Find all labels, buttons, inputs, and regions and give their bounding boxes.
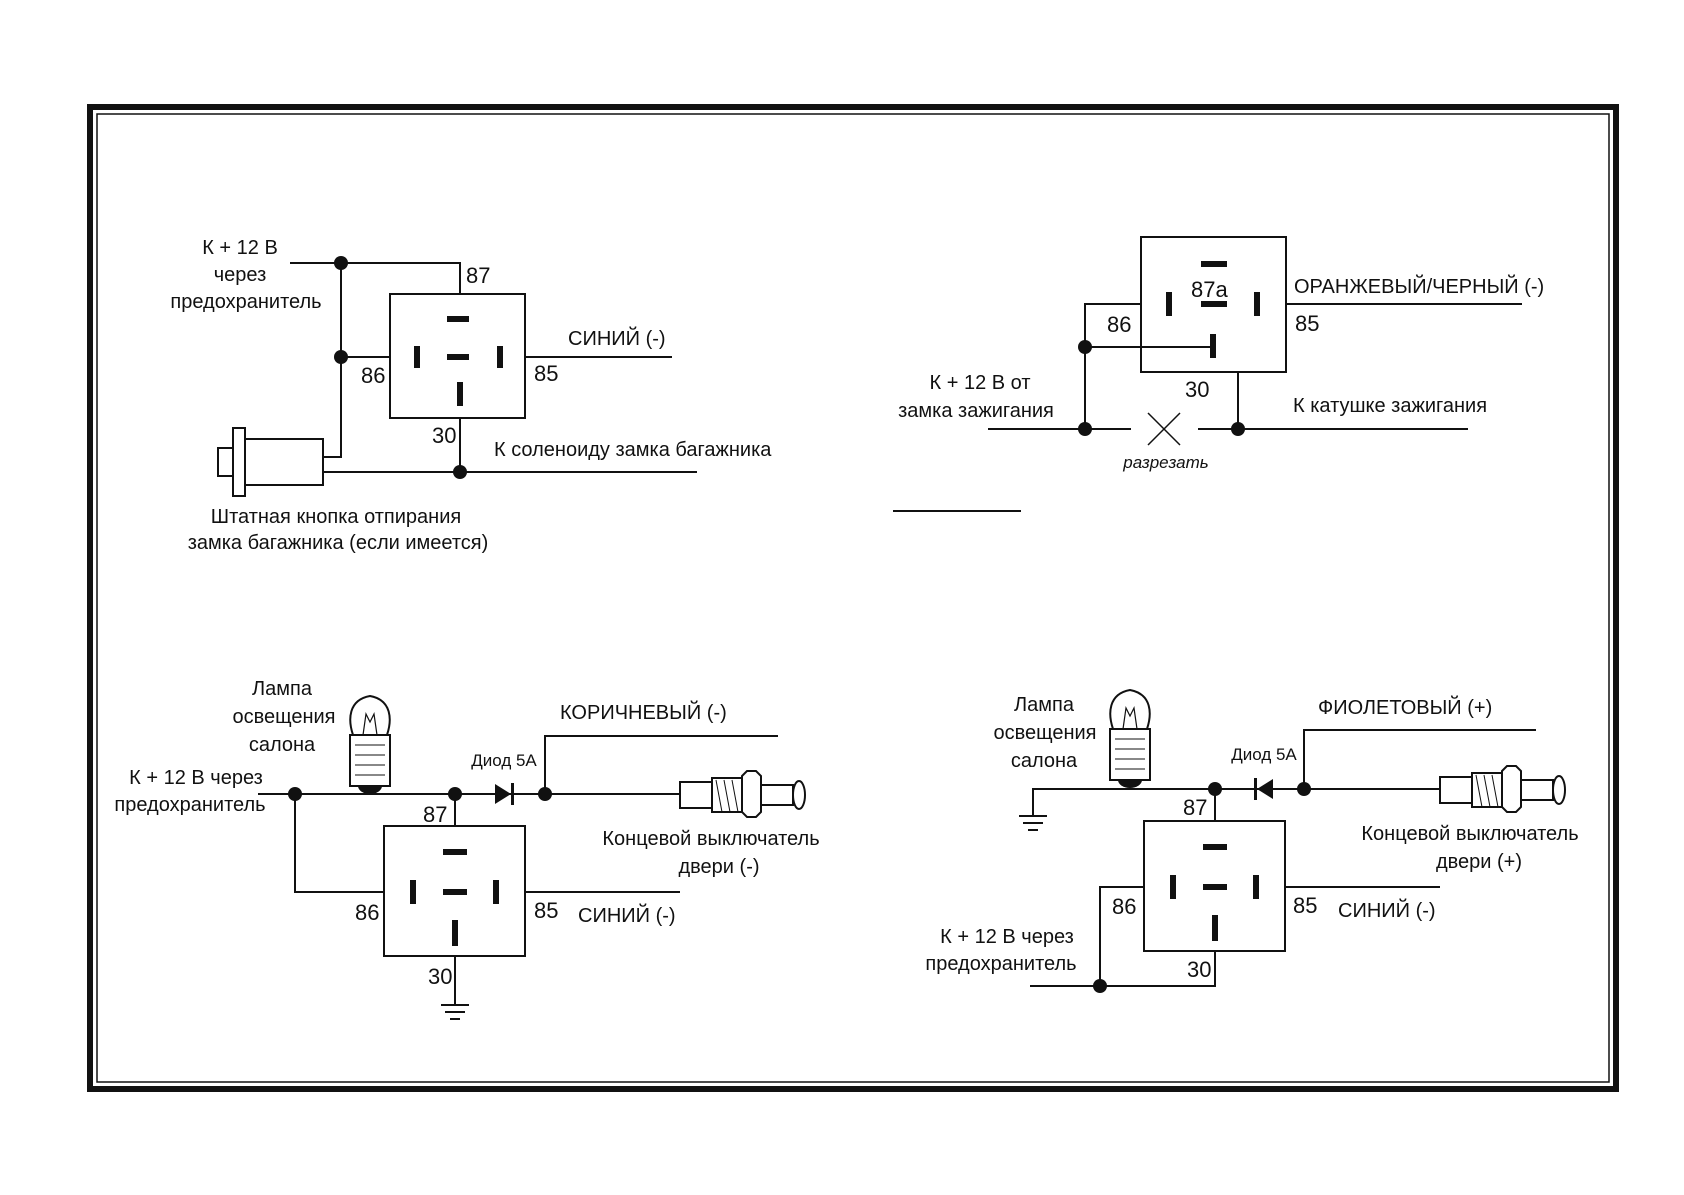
trunk-supply-label-2: через (214, 264, 267, 286)
trunk-bus-wire (323, 263, 342, 458)
light-pos-diode-label: Диод 5А (1231, 745, 1297, 764)
trunk-supply-wire (290, 262, 461, 294)
light-neg-supply-label-1: К + 12 В через (129, 767, 263, 789)
light-pos-switch-label-2: двери (+) (1436, 851, 1522, 873)
light-pos-contact-86 (1170, 875, 1176, 899)
interior-light-positive-diagram: Лампа освещения салона Диод 5А ФИОЛЕТОВЫ… (925, 688, 1579, 993)
light-pos-wire-85-label: СИНИЙ (-) (1338, 898, 1436, 922)
light-neg-diode-icon (495, 783, 514, 805)
light-neg-pin-87: 87 (423, 802, 447, 827)
trunk-wire-85-label: СИНИЙ (-) (568, 326, 666, 350)
ignition-blocking-diagram: 87a 86 85 30 ОРАНЖЕВЫЙ/ЧЕРНЫЙ (-) К + 12… (893, 236, 1544, 512)
trunk-button-label-2: замка багажника (если имеется) (188, 532, 489, 554)
light-neg-wire-label: КОРИЧНЕВЫЙ (-) (560, 700, 727, 724)
interior-light-negative-diagram: Лампа освещения салона К + 12 В через пр… (114, 678, 820, 1020)
ignition-junction-source (1078, 422, 1092, 436)
light-pos-switch-label-1: Концевой выключатель (1361, 823, 1578, 845)
trunk-solenoid-label: К соленоиду замка багажника (494, 439, 772, 461)
trunk-pin-30: 30 (432, 423, 456, 448)
trunk-pin-86: 86 (361, 363, 385, 388)
ignition-wire-85-label: ОРАНЖЕВЫЙ/ЧЕРНЫЙ (-) (1294, 274, 1544, 298)
light-pos-contact-85 (1253, 875, 1259, 899)
trunk-button-icon (217, 427, 324, 497)
light-neg-diode-label: Диод 5А (471, 751, 537, 770)
light-pos-supply-label-1: К + 12 В через (940, 926, 1074, 948)
ignition-pin-87a: 87a (1191, 277, 1228, 302)
light-neg-brown-wire (544, 735, 778, 794)
light-pos-junction-supply (1093, 979, 1107, 993)
light-pos-contact-center (1203, 884, 1227, 890)
light-pos-pin-86: 86 (1112, 894, 1136, 919)
ignition-contact-top (1201, 261, 1227, 267)
light-neg-switch-label-2: двери (-) (678, 856, 759, 878)
trunk-button-label-1: Штатная кнопка отпирания (211, 506, 461, 528)
light-pos-wire-label: ФИОЛЕТОВЫЙ (+) (1318, 695, 1492, 719)
light-neg-lamp-label-1: Лампа (252, 678, 313, 700)
light-neg-wire-86 (294, 794, 384, 893)
light-pos-pin-87: 87 (1183, 795, 1207, 820)
light-pos-ground-wire (1032, 788, 1130, 816)
outer-border (87, 104, 1619, 1092)
ignition-coil-label: К катушке зажигания (1293, 395, 1487, 417)
light-neg-lamp-icon (349, 694, 391, 794)
ignition-wire-86 (1084, 303, 1141, 429)
light-neg-lamp-label-3: салона (249, 734, 316, 756)
light-neg-pin-86: 86 (355, 900, 379, 925)
light-pos-lamp-icon (1109, 688, 1151, 788)
light-pos-ground-icon (1019, 815, 1047, 831)
cut-mark-icon (1147, 412, 1181, 446)
light-neg-contact-85 (493, 880, 499, 904)
light-pos-lamp-label-3: салона (1011, 750, 1078, 772)
light-pos-lamp-label-1: Лампа (1014, 694, 1075, 716)
light-neg-pin-85: 85 (534, 898, 558, 923)
light-pos-pin-85: 85 (1293, 893, 1317, 918)
ignition-contact-85 (1254, 292, 1260, 316)
ignition-source-label-2: замка зажигания (898, 400, 1054, 422)
trunk-supply-label-1: К + 12 В (202, 237, 278, 259)
light-neg-contact-87 (443, 849, 467, 855)
light-pos-contact-87 (1203, 844, 1227, 850)
light-pos-wire-86 (1099, 886, 1144, 986)
light-neg-ground-icon (441, 1004, 469, 1020)
inner-border (96, 113, 1610, 1083)
light-pos-lamp-label-2: освещения (993, 722, 1096, 744)
ignition-junction-30 (1231, 422, 1245, 436)
trunk-contact-30 (457, 382, 463, 406)
trunk-contact-85 (497, 346, 503, 368)
ignition-pin-85: 85 (1295, 311, 1319, 336)
ignition-cut-label: разрезать (1122, 453, 1208, 472)
light-neg-switch-label-1: Концевой выключатель (602, 828, 819, 850)
light-neg-contact-86 (410, 880, 416, 904)
trunk-release-diagram: К + 12 В через предохранитель 87 86 85 3… (170, 237, 772, 554)
light-pos-pin-30: 30 (1187, 957, 1211, 982)
light-pos-contact-30 (1212, 915, 1218, 941)
trunk-contact-86 (414, 346, 420, 368)
light-neg-door-switch-icon (679, 770, 806, 818)
trunk-pin-87: 87 (466, 263, 490, 288)
trunk-contact-center (447, 354, 469, 360)
ignition-contact-center (1201, 301, 1227, 307)
light-neg-supply-label-2: предохранитель (114, 794, 265, 816)
ignition-pin-30: 30 (1185, 377, 1209, 402)
light-pos-diode-icon (1254, 778, 1273, 800)
ignition-contact-86 (1166, 292, 1172, 316)
light-neg-contact-center (443, 889, 467, 895)
light-neg-wire-85-label: СИНИЙ (-) (578, 903, 676, 927)
light-neg-pin-30: 30 (428, 964, 452, 989)
ignition-source-label-1: К + 12 В от (930, 372, 1031, 394)
ignition-pin-86: 86 (1107, 312, 1131, 337)
light-pos-violet-wire (1303, 729, 1536, 789)
light-pos-wire-30 (1030, 951, 1216, 987)
light-neg-lamp-label-2: освещения (232, 706, 335, 728)
trunk-pin-85: 85 (534, 361, 558, 386)
light-pos-supply-label-2: предохранитель (925, 953, 1076, 975)
trunk-contact-87 (447, 316, 469, 322)
light-neg-contact-30 (452, 920, 458, 946)
trunk-supply-label-3: предохранитель (170, 291, 321, 313)
light-pos-door-switch-icon (1439, 765, 1566, 813)
